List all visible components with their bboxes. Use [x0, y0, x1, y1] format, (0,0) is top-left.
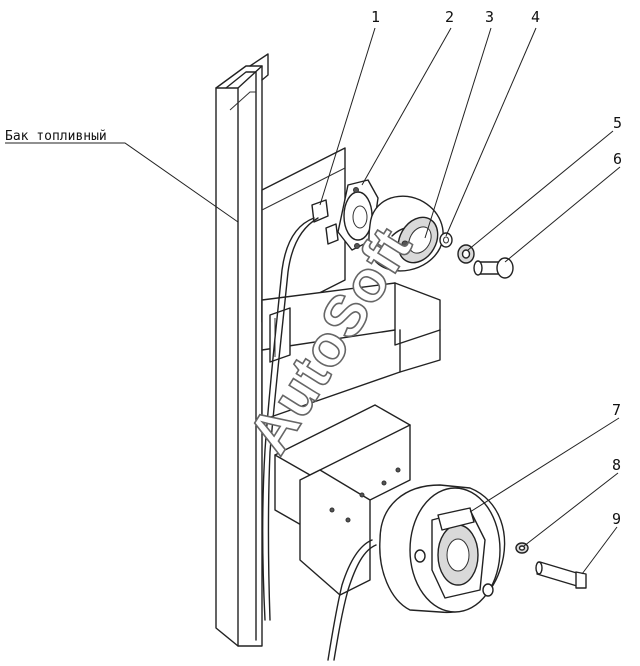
part-7-socket — [379, 484, 506, 614]
part-2-lamp-housing — [337, 179, 379, 251]
part-6-screw — [473, 257, 514, 279]
lower-bracket — [274, 404, 411, 596]
callout-3: 3 — [485, 8, 494, 26]
leader-lines — [5, 27, 621, 575]
callout-4: 4 — [531, 8, 540, 26]
part-1-connector — [311, 199, 339, 245]
part-9-bolt — [535, 561, 587, 589]
callout-1: 1 — [371, 8, 380, 26]
frame-channel — [215, 53, 269, 647]
part-3-lamp-lens — [368, 195, 444, 272]
callout-9: 9 — [612, 510, 621, 528]
fuel-tank-label: Бак топливный — [5, 129, 107, 144]
part-5-washer — [457, 244, 475, 264]
callout-7: 7 — [612, 401, 621, 419]
callout-8: 8 — [612, 456, 621, 474]
callout-5: 5 — [613, 114, 622, 132]
part-4-nut — [439, 232, 453, 248]
wiring-harness — [262, 217, 377, 661]
callout-6: 6 — [613, 150, 622, 168]
callout-2: 2 — [445, 8, 454, 26]
